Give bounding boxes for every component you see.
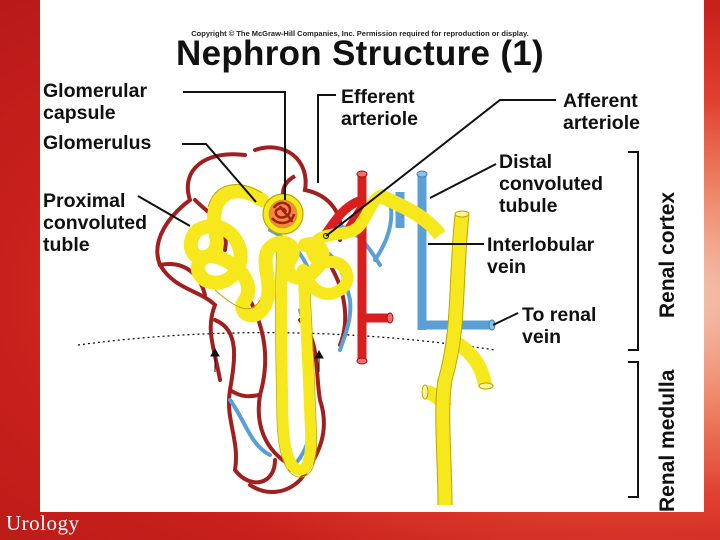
copyright-notice: Copyright © The McGraw-Hill Companies, I…	[191, 29, 529, 38]
label-glomerular-capsule: Glomerular capsule	[43, 80, 148, 124]
leader-lines	[137, 91, 639, 498]
interlobular-vein-vessel	[395, 175, 492, 330]
label-renal-medulla: Renal medulla	[656, 369, 679, 512]
glomerulus	[271, 201, 296, 225]
label-efferent-arteriole: Efferent arteriole	[341, 86, 418, 130]
proximal-convoluted-tubule	[183, 184, 330, 323]
loop-of-henle	[275, 239, 317, 476]
label-distal-convoluted-tubule: Distal convoluted tubule	[499, 151, 604, 217]
page-title: Nephron Structure (1)	[176, 34, 544, 73]
peritubular-capillaries	[155, 145, 348, 494]
distal-convoluted-tubule	[297, 190, 386, 300]
label-glomerulus: Glomerulus	[43, 132, 152, 154]
flow-arrows	[210, 347, 324, 372]
label-to-renal-vein: To renal vein	[522, 304, 597, 348]
glomerular-capsule	[262, 193, 304, 235]
label-renal-cortex: Renal cortex	[656, 191, 679, 318]
footer-urology: Urology	[6, 511, 80, 535]
label-afferent-arteriole: Afferent arteriole	[563, 90, 640, 134]
label-interlobular-vein: Interlobular vein	[487, 234, 595, 278]
label-proximal-convoluted-tubule: Proximal convoluted tuble	[43, 190, 148, 256]
collecting-duct	[375, 188, 492, 506]
